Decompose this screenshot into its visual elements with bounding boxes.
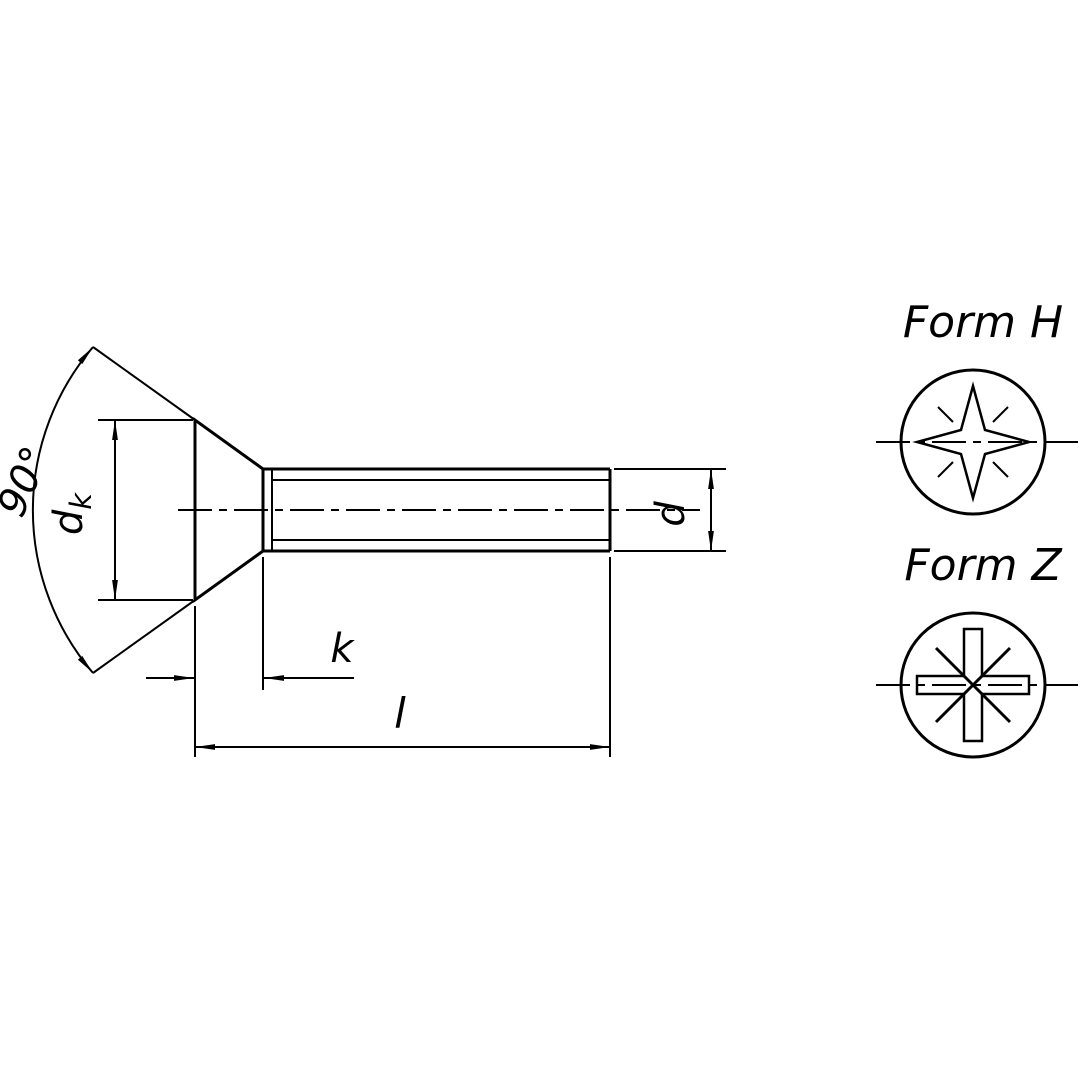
- form-z-view: Form Z: [876, 540, 1080, 759]
- pozidriv-diagonal-lines: [934, 646, 1012, 724]
- d-label: d: [648, 501, 694, 527]
- shank-diameter-dimension: d: [614, 468, 726, 552]
- cone-extension-line-top: [92, 346, 196, 421]
- k-label: k: [330, 626, 355, 672]
- angle-dimension-arc: [31, 346, 94, 674]
- phillips-recess-icon: [912, 381, 1034, 503]
- head-diameter-dimension: dk: [46, 419, 193, 601]
- form-z-label: Form Z: [904, 540, 1062, 591]
- d-extension-lines: [614, 468, 726, 552]
- thread-core-lines: [271, 469, 610, 551]
- form-z-head-circle: [899, 611, 1047, 759]
- dk-label-sub: k: [64, 492, 98, 510]
- dk-label: dk: [46, 492, 98, 535]
- screw-shank-outline: [261, 467, 612, 553]
- length-dimension: l: [195, 557, 611, 757]
- screw-head-outline: [193, 417, 264, 603]
- dk-label-base: d: [46, 509, 92, 535]
- form-h-head-circle: [899, 368, 1047, 516]
- form-h-view: Form H: [876, 297, 1080, 516]
- cone-extension-line-bottom: [92, 599, 196, 674]
- l-label: l: [394, 689, 406, 738]
- phillips-recess-tick-marks: [937, 406, 1009, 478]
- head-height-dimension: k: [146, 557, 355, 757]
- form-h-label: Form H: [903, 297, 1063, 348]
- screw-side-view: [178, 417, 700, 603]
